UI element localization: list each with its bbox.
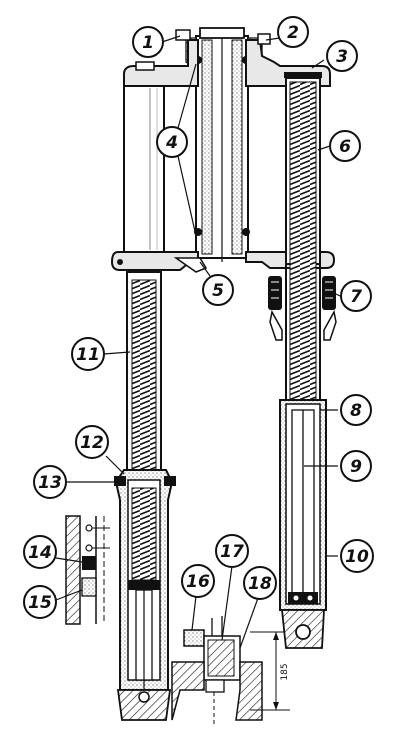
callout-2: 2 xyxy=(277,16,309,48)
left-fork-slider xyxy=(114,469,176,721)
callout-8-label: 8 xyxy=(350,401,362,421)
callout-6-label: 6 xyxy=(339,137,351,157)
callout-13: 13 xyxy=(33,465,67,499)
callout-8: 8 xyxy=(340,394,372,426)
callout-3: 3 xyxy=(326,40,358,72)
left-fork-upper-shroud xyxy=(123,61,165,253)
callout-7-label: 7 xyxy=(350,287,362,307)
callout-4: 4 xyxy=(156,126,188,158)
callout-5: 5 xyxy=(202,274,234,306)
callout-17: 17 xyxy=(215,534,249,568)
callout-15: 15 xyxy=(23,585,57,619)
callout-2-label: 2 xyxy=(287,23,299,43)
callout-11-label: 11 xyxy=(76,345,100,365)
right-fork-lower-leg xyxy=(279,399,327,649)
callouts: 1 2 3 4 5 6 7 8 9 10 11 12 13 14 15 xyxy=(23,16,374,619)
callout-1: 1 xyxy=(132,26,164,58)
leader-lines xyxy=(55,35,341,649)
callout-9-label: 9 xyxy=(350,457,362,477)
right-fork-stanchion xyxy=(284,72,322,401)
callout-13-label: 13 xyxy=(38,473,62,493)
dimension-185: 185 xyxy=(250,631,290,711)
callout-1-label: 1 xyxy=(142,33,154,53)
dimension-label: 185 xyxy=(280,663,290,680)
callout-4-label: 4 xyxy=(165,133,178,153)
callout-7: 7 xyxy=(340,280,372,312)
callout-9: 9 xyxy=(340,450,372,482)
callout-16-label: 16 xyxy=(186,572,210,592)
callout-12: 12 xyxy=(75,425,109,459)
callout-12-label: 12 xyxy=(80,433,104,453)
callout-10: 10 xyxy=(340,539,374,573)
seal-detail-inset xyxy=(65,515,110,625)
callout-16: 16 xyxy=(181,564,215,598)
callout-11: 11 xyxy=(71,337,105,371)
callout-18-label: 18 xyxy=(248,574,272,594)
callout-3-label: 3 xyxy=(336,47,348,67)
right-fork-clamp xyxy=(268,276,337,341)
callout-18: 18 xyxy=(243,566,277,600)
callout-15-label: 15 xyxy=(28,593,52,613)
callout-6: 6 xyxy=(329,130,361,162)
callout-14-label: 14 xyxy=(28,543,52,563)
callout-17-label: 17 xyxy=(220,542,244,562)
callout-5-label: 5 xyxy=(212,281,224,301)
callout-14: 14 xyxy=(23,535,57,569)
steering-head xyxy=(185,27,263,262)
axle-detail-inset xyxy=(171,616,263,725)
callout-10-label: 10 xyxy=(345,547,369,567)
